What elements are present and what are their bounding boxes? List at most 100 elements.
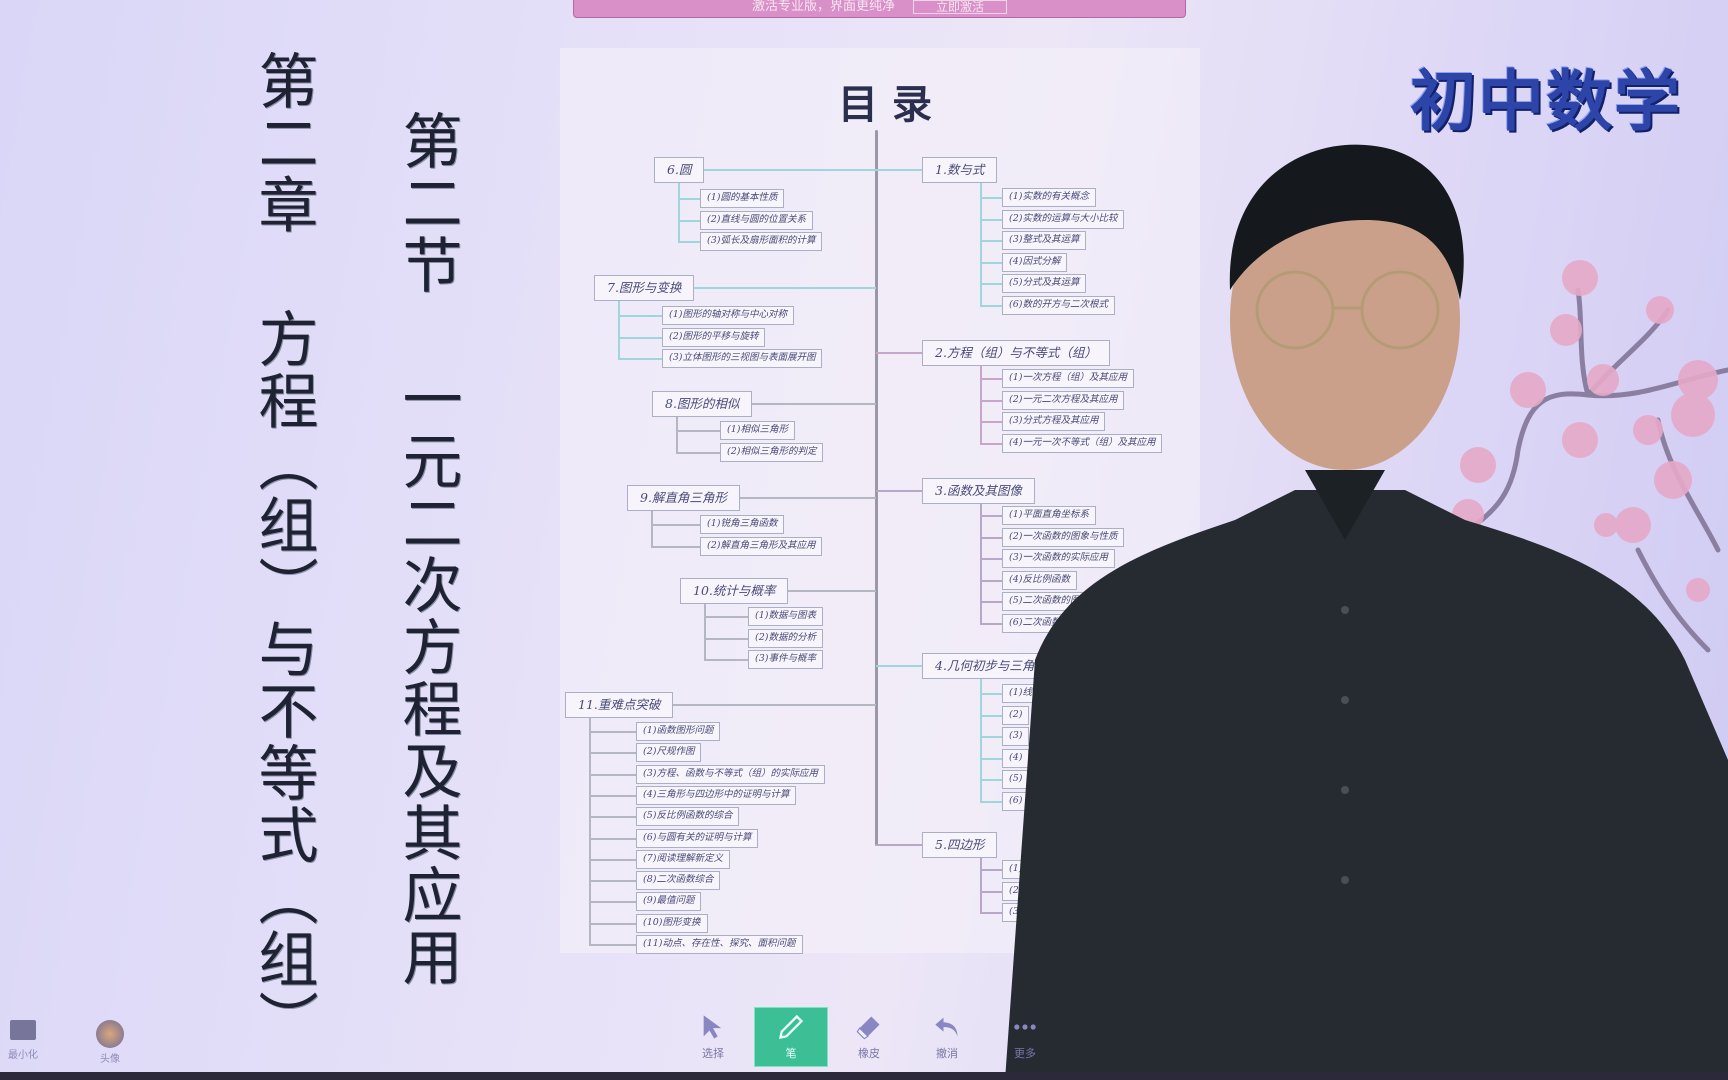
pen-tool-label: 笔 [785,1047,797,1060]
mindmap-branch-trunk [980,183,982,305]
presenter-video [1005,144,1728,1080]
avatar-button[interactable]: 头像 [96,1020,124,1065]
minimize-button[interactable]: 最小化 [8,1020,38,1061]
mindmap-branch-node: 1.数与式 [922,157,998,183]
mindmap-leaf-connector [589,794,636,797]
mindmap-leaf-connector [589,858,636,861]
mindmap-leaf-node: (1)实数的有关概念 [1002,188,1096,207]
more-tool[interactable]: 更多 [988,1007,1062,1067]
mindmap-branch-trunk [980,858,982,912]
mindmap-branch-node: 3.函数及其图像 [922,478,1035,504]
mindmap-title: 目录 [838,81,946,128]
mindmap-connector [876,352,922,354]
mindmap-leaf-connector [589,901,636,904]
mindmap-leaf-connector [589,880,636,883]
mindmap-leaf-connector [980,558,1002,560]
mindmap-branch-node: 9.解直角三角形 [627,485,740,511]
mindmap-leaf-node: (2)数据的分析 [748,628,823,648]
mindmap-leaf-connector [980,800,1002,803]
mindmap-branch-node: 10.统计与概率 [680,578,789,604]
mindmap-leaf-connector [980,442,1002,445]
mindmap-branch-node: 5.四边形 [922,832,998,858]
mindmap-leaf-node: (7)阅读理解新定义 [636,849,730,869]
banner-text: 激活专业版，界面更纯净 [751,0,895,14]
pen-tool[interactable]: 笔 [754,1007,828,1067]
mindmap-leaf-connector [618,336,662,339]
mindmap-branch-trunk [589,718,591,944]
eraser-tool[interactable]: 橡皮 [832,1007,906,1067]
select-tool-label: 选择 [702,1047,724,1060]
mindmap-connector [876,169,922,171]
mindmap-leaf-connector [980,261,1002,264]
mindmap-branch-trunk [618,301,620,358]
mindmap-leaf-node: (4)因式分解 [1002,252,1068,272]
mindmap-leaf-node: (1)数据与图表 [748,607,823,626]
undo-tool[interactable]: 撤消 [910,1007,984,1067]
mindmap-leaf-node: (4) [1002,748,1030,768]
mindmap-leaf-connector [980,890,1002,893]
mindmap-branch-trunk [704,604,706,659]
mindmap-connector [704,169,876,171]
mindmap-branch-node: 6.圆 [654,157,705,183]
chapter-title: 第二章 方程（组）与不等式（组） [248,50,318,1052]
mindmap-leaf-connector [678,198,700,200]
mindmap-leaf-connector [589,816,636,819]
more-icon [1014,1024,1036,1030]
plum-blossom-decoration [1452,260,1728,653]
minimize-label: 最小化 [8,1050,38,1061]
mindmap-leaf-connector [980,240,1002,242]
eraser-icon [856,1016,880,1040]
mindmap-leaf-connector [678,241,700,243]
mindmap-leaf-connector [651,545,700,548]
mindmap-leaf-connector [980,515,1002,517]
mindmap-leaf-node: (2) [1002,705,1030,725]
mindmap-leaf-connector [980,304,1002,307]
mindmap-leaf-node: (2)一次函数的图象与性质 [1002,527,1125,547]
mindmap-leaf-node: (2)解直角三角形及其应用 [700,536,823,556]
mindmap-leaf-node: (2)实数的运算与大小比较 [1002,209,1125,229]
mindmap-leaf-connector [678,219,700,222]
mindmap-leaf-connector [980,693,1002,695]
undo-tool-label: 撤消 [936,1047,958,1060]
activate-button[interactable]: 立即激活 [913,0,1008,14]
mindmap-leaf-connector [651,524,700,526]
mindmap-leaf-node: (4)反比例函数 [1002,570,1077,590]
mindmap-leaf-node: (3)弧长及扇形面积的计算 [700,232,823,251]
mindmap-leaf-connector [676,430,720,432]
undo-icon [935,1017,958,1037]
mindmap-branch-trunk [980,679,982,801]
mindmap-leaf-connector [589,752,636,755]
mindmap-leaf-connector [980,218,1002,221]
mindmap-leaf-node: (2)尺规作图 [636,743,702,763]
mindmap-branch-node: 7.图形与变换 [594,275,695,301]
mindmap-branch-trunk [678,183,680,241]
mindmap-leaf-node: (3)分式方程及其应用 [1002,412,1106,431]
mindmap-leaf-node: (1)图形的轴对称与中心对称 [662,306,794,325]
mindmap-leaf-connector [618,315,662,317]
mindmap-leaf-node: (9)最值问题 [636,892,702,912]
mindmap-leaf-node: (1)圆的基本性质 [700,189,785,208]
mindmap-leaf-connector [589,944,636,946]
mindmap-leaf-connector [704,659,748,661]
eraser-tool-label: 橡皮 [858,1047,880,1060]
mindmap-leaf-node: (8)二次函数综合 [636,871,721,891]
mindmap-leaf-node: (3)一次函数的实际应用 [1002,549,1115,568]
mindmap-leaf-connector [980,622,1002,625]
mindmap-leaf-connector [980,579,1002,582]
select-tool[interactable]: 选择 [676,1007,750,1067]
mindmap-leaf-connector [589,837,636,840]
mindmap-leaf-node: (1)相似三角形 [720,421,795,440]
mindmap-spine [875,130,878,846]
mindmap-leaf-node: (6)数的开方与二次根式 [1002,295,1115,315]
mindmap-branch-node: 11.重难点突破 [565,692,674,718]
mindmap-connector [876,665,922,667]
mindmap-leaf-connector [980,714,1002,717]
mindmap-leaf-connector [980,283,1002,285]
mindmap-connector [694,287,876,289]
mindmap-leaf-connector [980,399,1002,402]
mindmap-branch-node: 2.方程（组）与不等式（组） [922,340,1110,366]
mindmap-leaf-connector [589,731,636,733]
mindmap-leaf-node: (3)事件与概率 [748,650,823,669]
mindmap-leaf-connector [676,451,720,454]
mindmap-leaf-node: (2)直线与圆的位置关系 [700,210,813,230]
